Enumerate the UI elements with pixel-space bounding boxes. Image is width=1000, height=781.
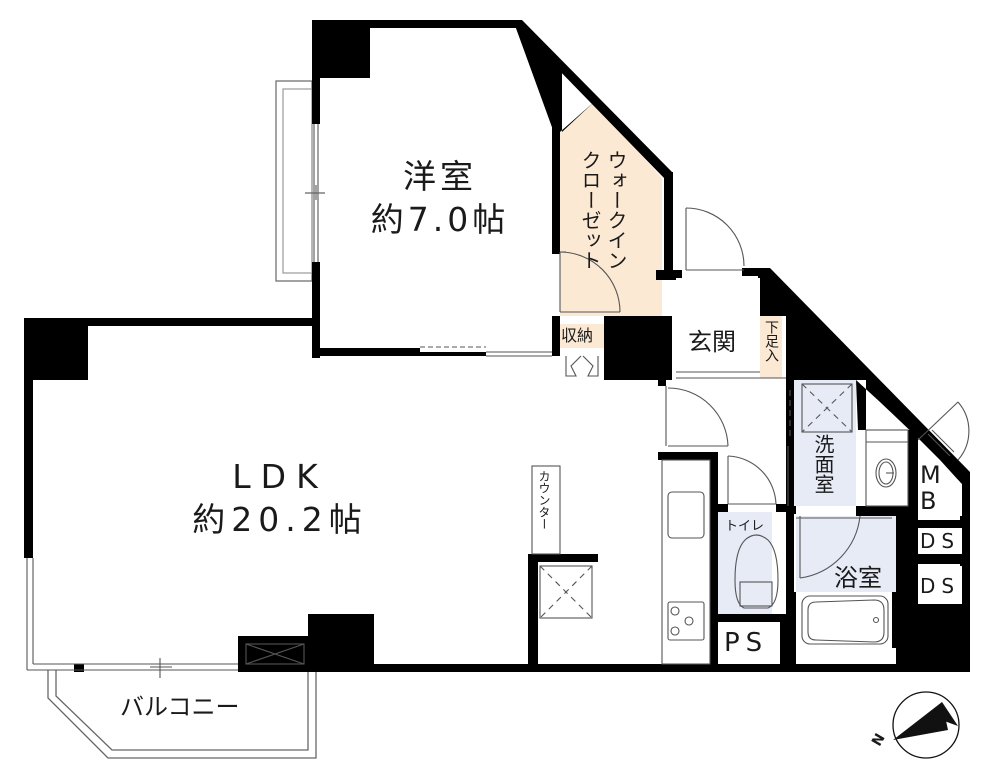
western-room-label: 洋室 約7.0帖	[345, 160, 535, 246]
ldk-name: LDK	[232, 457, 328, 496]
toilet-label: トイレ	[725, 519, 765, 534]
mb-label-line1: M	[920, 461, 941, 489]
walls	[24, 20, 970, 672]
ds-label-2: DS	[920, 574, 961, 598]
storage-label: 収納	[561, 326, 594, 345]
compass	[892, 691, 960, 759]
toilet-fill	[718, 512, 772, 614]
ds-label-1: DS	[920, 529, 961, 553]
bathroom-label: 浴室	[834, 564, 882, 592]
washroom-label: 洗面室	[811, 434, 835, 494]
counter-label: カウンター	[537, 470, 551, 530]
ldk-size: 約20.2帖	[192, 500, 368, 539]
western-room-name: 洋室	[403, 157, 477, 196]
ldk-label: LDK 約20.2帖	[160, 460, 400, 546]
balcony-outline	[47, 670, 317, 759]
balcony-label: バルコニー	[120, 693, 240, 721]
walk-in-closet-label-1: ウォークイン	[604, 150, 628, 270]
mb-label-line2: B	[920, 487, 937, 515]
storage-fill	[560, 324, 604, 348]
entrance-label: 玄関	[688, 328, 736, 356]
shoe-box-label: 下足入	[763, 320, 779, 362]
room-interiors	[666, 278, 962, 664]
walk-in-closet-label-2: クローゼット	[578, 150, 602, 270]
mb-label: M B	[920, 462, 941, 514]
ps-label: PS	[724, 628, 769, 658]
fixture-lines	[26, 207, 970, 678]
western-room-window	[275, 80, 325, 282]
walk-in-closet-fill	[560, 102, 662, 316]
western-room-size: 約7.0帖	[370, 200, 510, 239]
